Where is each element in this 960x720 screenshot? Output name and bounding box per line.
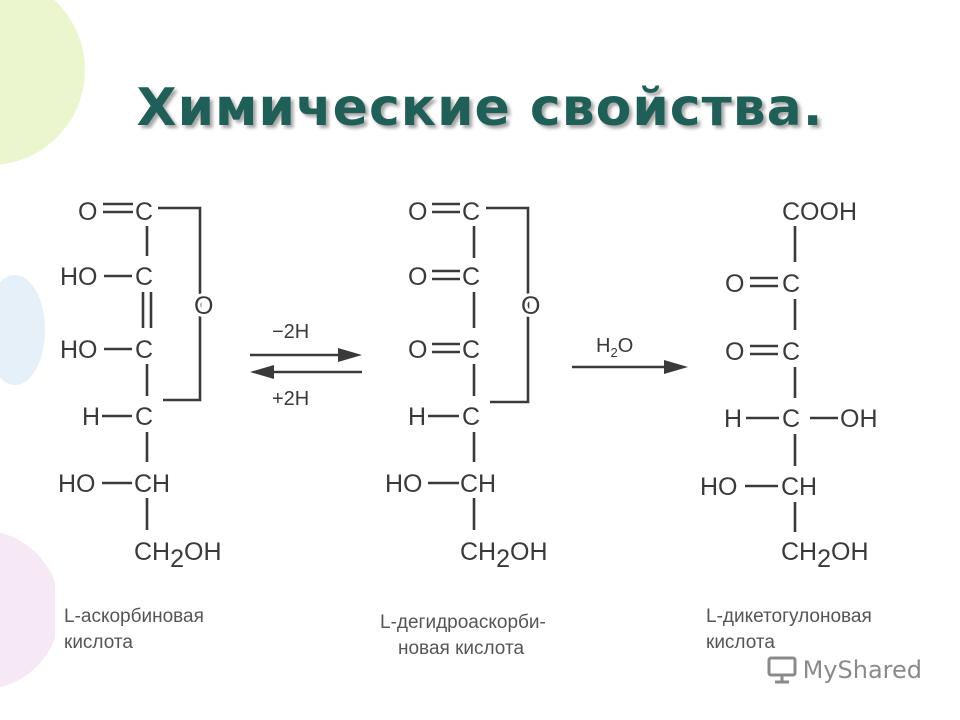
group-ho: HO bbox=[385, 470, 423, 498]
group-ch2oh: CH2OH bbox=[460, 538, 548, 573]
arrow-head-forward bbox=[338, 348, 362, 362]
balloon-pink bbox=[0, 532, 60, 688]
group-ho: HO bbox=[58, 470, 96, 498]
group-ch: CH bbox=[460, 470, 496, 498]
balloon-blue bbox=[0, 275, 45, 385]
atom-c: C bbox=[782, 270, 800, 298]
atom-h: H bbox=[82, 403, 100, 431]
slide-title: Химические свойства. bbox=[136, 78, 824, 138]
caption-dehydroascorbic-acid: L-дегидроаскорби- новая кислота bbox=[380, 610, 546, 662]
group-ch2oh: CH2OH bbox=[781, 538, 869, 573]
hydrolysis-arrow: H2O bbox=[572, 335, 688, 374]
group-ho: HO bbox=[60, 263, 98, 291]
structure-diketogulonic-acid: COOH O C O C H C OH HO CH CH2OH bbox=[700, 198, 878, 573]
atom-o: O bbox=[408, 263, 427, 291]
atom-c: C bbox=[782, 405, 800, 433]
atom-c: C bbox=[462, 263, 480, 291]
group-ch: CH bbox=[781, 473, 817, 501]
caption-line: кислота bbox=[706, 632, 775, 653]
caption-line: L-аскорбиновая bbox=[64, 606, 204, 627]
group-ho: HO bbox=[700, 473, 738, 501]
atom-o: O bbox=[78, 198, 97, 226]
atom-c: C bbox=[462, 403, 480, 431]
caption-line: новая кислота bbox=[398, 638, 525, 659]
arrow-label-reverse: +2H bbox=[272, 388, 309, 410]
lactone-ring-bond bbox=[486, 206, 530, 404]
water-label: H2O bbox=[596, 335, 633, 360]
presentation-icon bbox=[767, 656, 797, 684]
caption-diketogulonic-acid: L-дикетогулоновая кислота bbox=[706, 604, 872, 656]
atom-c: C bbox=[782, 338, 800, 366]
structure-dehydroascorbic-acid: O C O O C O C H C HO CH CH2OH bbox=[385, 198, 548, 573]
atom-c: C bbox=[462, 336, 480, 364]
caption-line: L-дикетогулоновая bbox=[706, 606, 872, 627]
lactone-ring-bond bbox=[158, 206, 202, 402]
atom-c: C bbox=[462, 198, 480, 226]
group-cooh: COOH bbox=[782, 198, 857, 226]
arrow-head-forward bbox=[664, 360, 688, 374]
caption-line: кислота bbox=[64, 632, 133, 653]
balloon-green bbox=[0, 0, 85, 165]
atom-o: O bbox=[408, 198, 427, 226]
atom-c: C bbox=[135, 336, 153, 364]
atom-o: O bbox=[725, 270, 744, 298]
ring-oxygen: O bbox=[194, 292, 213, 320]
group-oh: OH bbox=[840, 405, 878, 433]
reversible-arrow: −2H +2H bbox=[250, 321, 362, 410]
structure-ascorbic-acid: O C O HO C HO C H C HO CH CH2OH bbox=[58, 198, 222, 573]
caption-line: L-дегидроаскорби- bbox=[380, 612, 546, 633]
atom-c: C bbox=[135, 403, 153, 431]
ring-oxygen: O bbox=[521, 292, 540, 320]
group-ch: CH bbox=[134, 470, 170, 498]
atom-c: C bbox=[135, 198, 153, 226]
atom-c: C bbox=[135, 263, 153, 291]
group-ch2oh: CH2OH bbox=[134, 538, 222, 573]
content-panel bbox=[55, 165, 935, 710]
atom-o: O bbox=[408, 336, 427, 364]
arrow-head-reverse bbox=[250, 365, 274, 379]
group-ho: HO bbox=[60, 336, 98, 364]
arrow-label-forward: −2H bbox=[272, 321, 309, 343]
watermark: MyShared bbox=[767, 656, 922, 684]
atom-h: H bbox=[724, 405, 742, 433]
atom-h: H bbox=[408, 403, 426, 431]
caption-ascorbic-acid: L-аскорбиновая кислота bbox=[64, 604, 204, 656]
atom-o: O bbox=[725, 338, 744, 366]
watermark-text: MyShared bbox=[802, 656, 922, 684]
